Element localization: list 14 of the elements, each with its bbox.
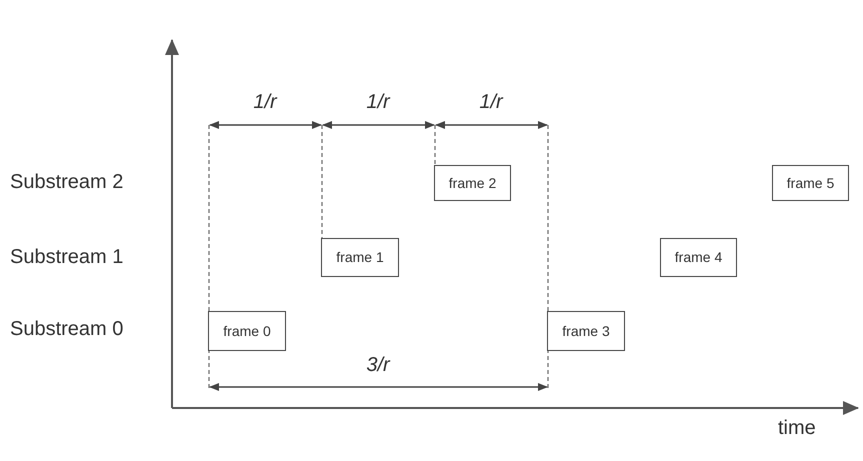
interval-label: 1/r [366,90,390,114]
frame-box: frame 3 [547,311,625,351]
substream-label: Substream 2 [10,170,124,194]
frame-box: frame 4 [660,238,737,277]
interval-label: 1/r [253,90,277,114]
frame-box: frame 0 [208,311,286,351]
interval-label: 3/r [366,353,390,377]
interval-label: 1/r [479,90,503,114]
substream-label: Substream 1 [10,245,124,269]
frame-box: frame 5 [772,165,849,201]
axis-label: time [778,416,816,440]
substream-label: Substream 0 [10,317,124,341]
frame-box: frame 2 [434,165,511,201]
frame-box: frame 1 [321,238,399,277]
